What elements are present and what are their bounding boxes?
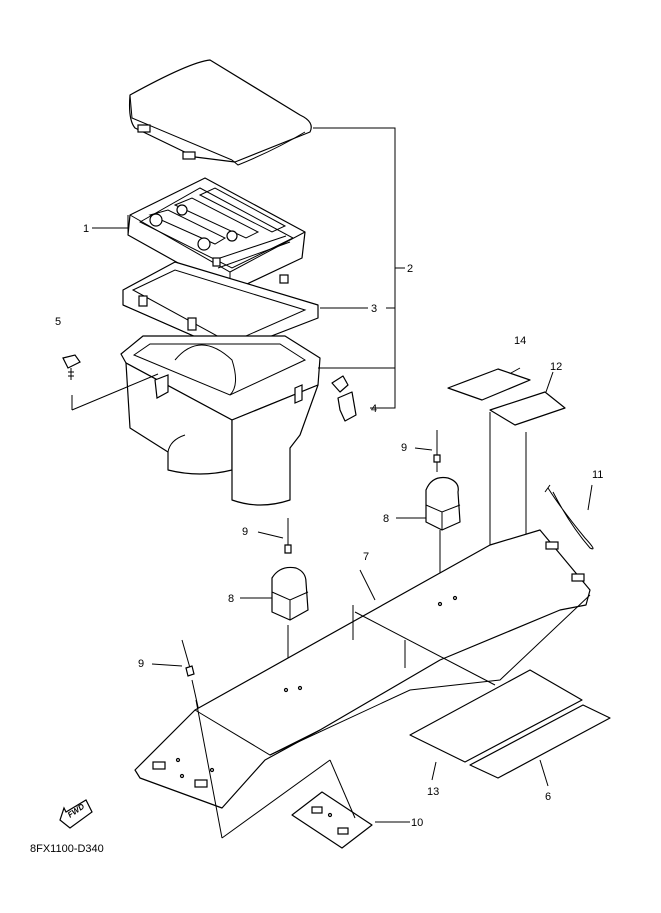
sticker-13	[409, 669, 583, 781]
storage-box	[120, 335, 321, 506]
callout-14: 14	[514, 335, 526, 347]
tool-tray	[127, 177, 306, 293]
sticker-6	[469, 704, 611, 787]
callout-1: 1	[83, 223, 89, 235]
fwd-arrow-icon: FWD	[59, 799, 93, 829]
callout-12: 12	[550, 361, 562, 373]
plate-part-10	[195, 699, 410, 849]
callout-8-lower: 8	[228, 593, 234, 605]
pin-part-9-middle	[257, 518, 292, 554]
callout-10: 10	[411, 817, 423, 829]
callout-9-middle: 9	[242, 526, 248, 538]
callout-13: 13	[427, 786, 439, 798]
bracket-part-8-lower	[240, 566, 309, 690]
cable-part-11	[544, 484, 594, 550]
callout-7: 7	[363, 551, 369, 563]
leader-lines	[71, 127, 405, 411]
clip-part-4	[331, 375, 357, 422]
callout-9-lower: 9	[138, 658, 144, 670]
callout-2: 2	[407, 263, 413, 275]
pin-part-9-upper	[414, 430, 441, 472]
callout-9-upper: 9	[401, 442, 407, 454]
screw-part-5	[62, 354, 81, 380]
base-tray-part-7	[134, 529, 591, 809]
callout-4: 4	[371, 403, 377, 415]
diagram-code: 8FX1100-D340	[30, 843, 104, 855]
callout-8-upper: 8	[383, 513, 389, 525]
callout-3: 3	[371, 303, 377, 315]
callout-5: 5	[55, 316, 61, 328]
callout-11: 11	[592, 469, 603, 481]
callout-6: 6	[545, 791, 551, 803]
seat-lid	[128, 59, 312, 166]
